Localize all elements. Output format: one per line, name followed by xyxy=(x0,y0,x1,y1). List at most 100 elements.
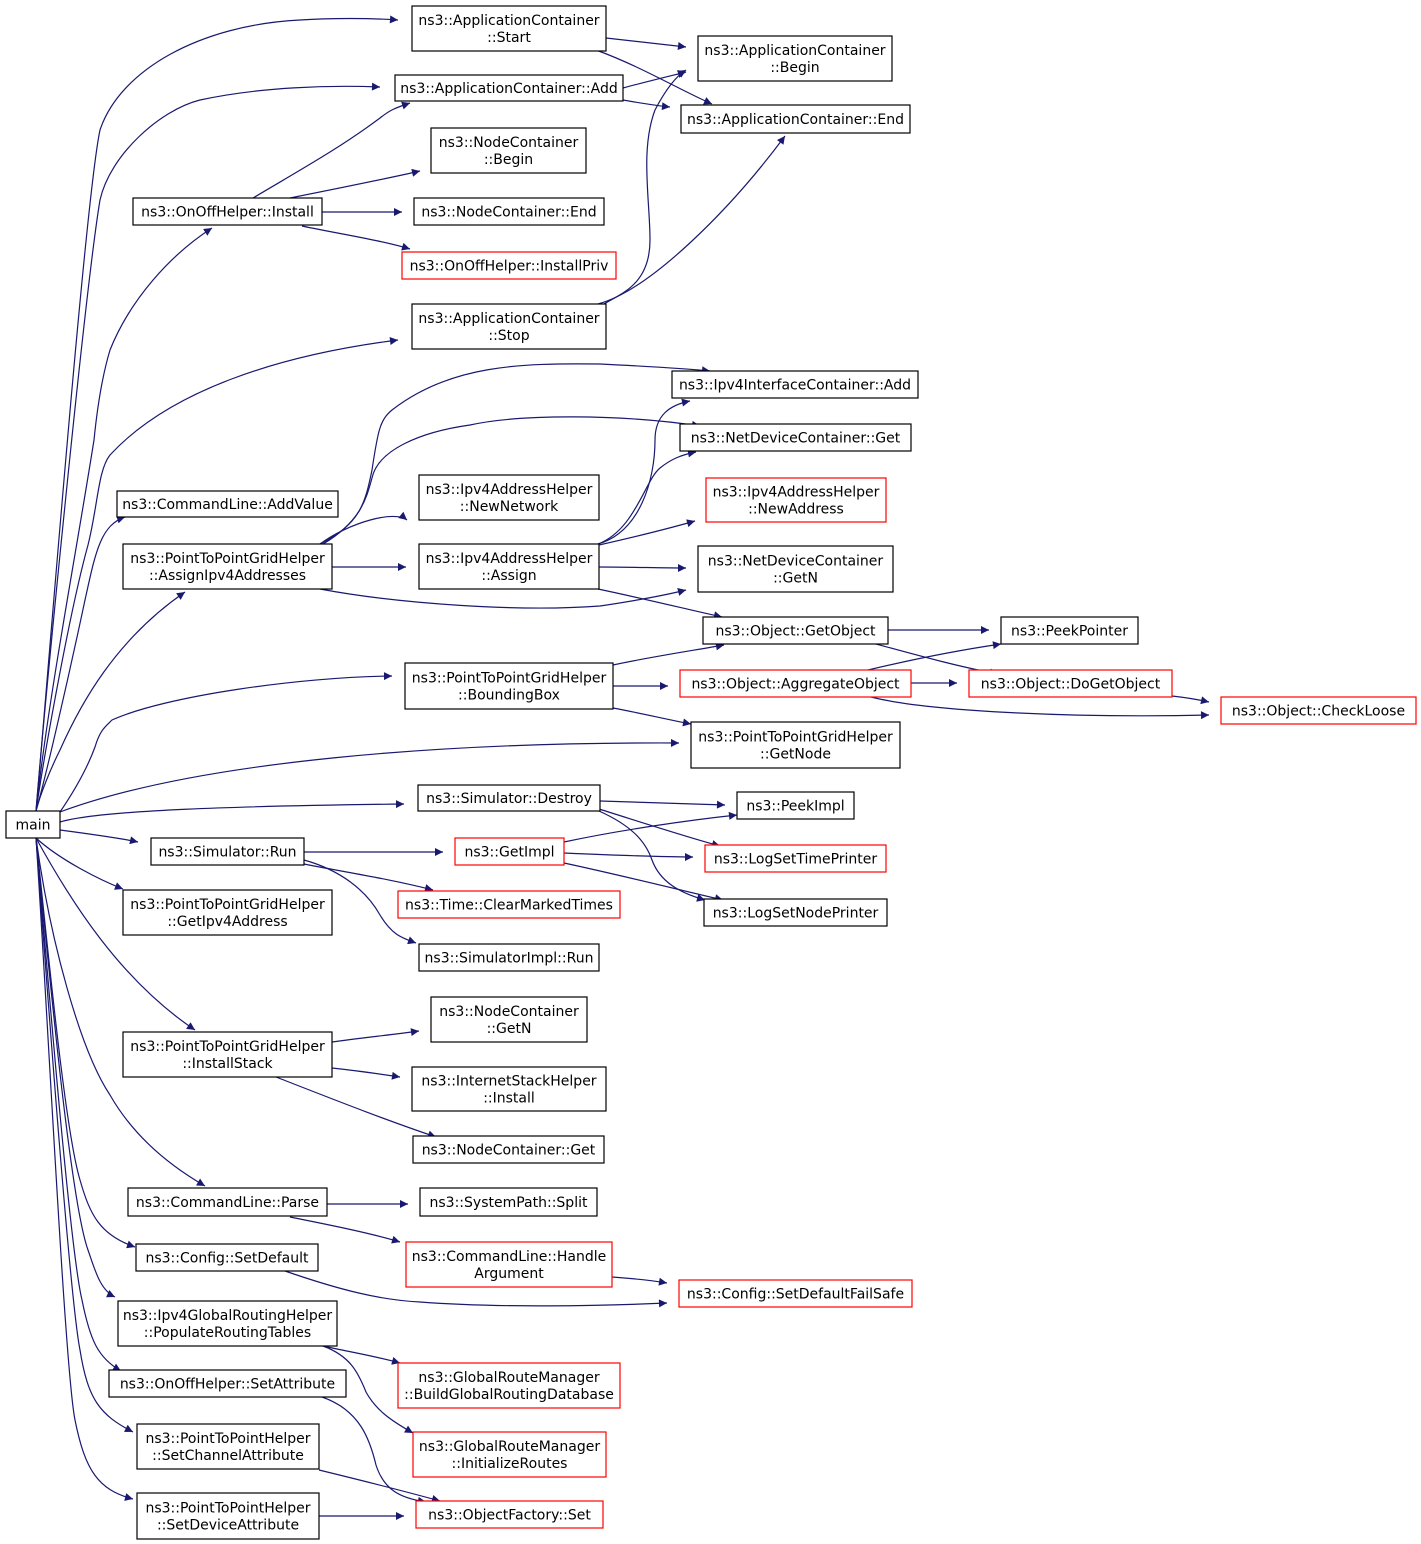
node-simImplRun[interactable]: ns3::SimulatorImpl::Run xyxy=(418,943,600,972)
node-label: ns3::PointToPointGridHelper xyxy=(130,551,325,567)
call-edge-p2pGetIpv4 xyxy=(35,837,124,890)
node-onoffSetAttr[interactable]: ns3::OnOffHelper::SetAttribute xyxy=(108,1369,347,1398)
node-box xyxy=(705,477,887,523)
call-edge-objGetObject xyxy=(612,642,725,666)
call-edge-ndcGet xyxy=(322,416,701,545)
node-box xyxy=(704,844,887,873)
node-logSetNodePrinter[interactable]: ns3::LogSetNodePrinter xyxy=(703,898,888,927)
node-label: ::Begin xyxy=(484,152,533,168)
node-appEnd[interactable]: ns3::ApplicationContainer::End xyxy=(680,104,911,134)
node-p2pGetIpv4[interactable]: ns3::PointToPointGridHelper::GetIpv4Addr… xyxy=(122,889,333,936)
node-main[interactable]: main xyxy=(5,810,61,839)
node-objGetObject[interactable]: ns3::Object::GetObject xyxy=(702,616,889,645)
call-edge-objFactorySet xyxy=(318,1469,441,1503)
node-logSetTimePrinter[interactable]: ns3::LogSetTimePrinter xyxy=(704,844,887,873)
node-ipv4IfcAdd[interactable]: ns3::Ipv4InterfaceContainer::Add xyxy=(671,370,919,399)
node-ipv4NewNetwork[interactable]: ns3::Ipv4AddressHelper::NewNetwork xyxy=(418,474,600,521)
node-p2pSetDev[interactable]: ns3::PointToPointHelper::SetDeviceAttrib… xyxy=(136,1492,320,1540)
node-cfgFailSafe[interactable]: ns3::Config::SetDefaultFailSafe xyxy=(678,1279,913,1308)
node-ncGet[interactable]: ns3::NodeContainer::Get xyxy=(412,1135,605,1164)
node-label: ns3::NodeContainer::End xyxy=(421,205,596,221)
node-label: ::GetNode xyxy=(760,747,831,763)
node-label: ns3::PointToPointGridHelper xyxy=(698,730,893,746)
node-label: ns3::Time::ClearMarkedTimes xyxy=(405,898,613,914)
node-cfgSetDefault[interactable]: ns3::Config::SetDefault xyxy=(135,1243,319,1272)
node-label: ns3::ObjectFactory::Set xyxy=(428,1508,591,1524)
node-peekPointer[interactable]: ns3::PeekPointer xyxy=(1000,616,1139,645)
node-label: ns3::Config::SetDefault xyxy=(145,1251,309,1267)
node-box xyxy=(108,1369,347,1398)
node-clParse[interactable]: ns3::CommandLine::Parse xyxy=(127,1187,328,1217)
node-appStop[interactable]: ns3::ApplicationContainer::Stop xyxy=(411,303,607,350)
node-label: ::GetIpv4Address xyxy=(167,914,287,930)
call-edge-ncGetN xyxy=(331,1028,420,1043)
node-box xyxy=(412,1431,607,1478)
call-edge-onoffInstall xyxy=(35,227,213,812)
node-sysSplit[interactable]: ns3::SystemPath::Split xyxy=(419,1187,598,1217)
node-appBegin[interactable]: ns3::ApplicationContainer::Begin xyxy=(697,35,893,82)
node-p2pSetChan[interactable]: ns3::PointToPointHelper::SetChannelAttri… xyxy=(136,1423,320,1470)
node-grmBuild[interactable]: ns3::GlobalRouteManager::BuildGlobalRout… xyxy=(397,1362,621,1409)
node-label: ::Begin xyxy=(770,60,819,76)
call-edge-simImplRun xyxy=(303,859,417,945)
node-p2pGetNode[interactable]: ns3::PointToPointGridHelper::GetNode xyxy=(690,721,901,769)
node-label: ns3::SystemPath::Split xyxy=(430,1195,588,1211)
node-ncGetN[interactable]: ns3::NodeContainer::GetN xyxy=(430,996,588,1043)
node-box xyxy=(127,1187,328,1217)
node-ipv4NewAddress[interactable]: ns3::Ipv4AddressHelper::NewAddress xyxy=(705,477,887,523)
node-label: ns3::PointToPointHelper xyxy=(145,1431,310,1447)
node-ipv4GlobalPop[interactable]: ns3::Ipv4GlobalRoutingHelper::PopulateRo… xyxy=(117,1300,338,1347)
node-label: ns3::Ipv4GlobalRoutingHelper xyxy=(123,1308,333,1324)
call-edge-appAdd xyxy=(35,82,381,812)
node-inetInstall[interactable]: ns3::InternetStackHelper::Install xyxy=(411,1066,607,1112)
node-objDoGetObject[interactable]: ns3::Object::DoGetObject xyxy=(968,669,1173,698)
node-ndcGet[interactable]: ns3::NetDeviceContainer::Get xyxy=(679,423,912,452)
node-ncEnd[interactable]: ns3::NodeContainer::End xyxy=(413,197,605,226)
node-p2pInstallStack[interactable]: ns3::PointToPointGridHelper::InstallStac… xyxy=(122,1031,333,1078)
node-appStart[interactable]: ns3::ApplicationContainer::Start xyxy=(411,5,607,52)
node-grmInit[interactable]: ns3::GlobalRouteManager::InitializeRoute… xyxy=(412,1431,607,1478)
call-edge-ipv4NewNetwork xyxy=(319,511,408,545)
node-ipv4Assign[interactable]: ns3::Ipv4AddressHelper::Assign xyxy=(418,543,600,590)
node-label: ::Stop xyxy=(488,328,529,344)
node-box xyxy=(736,791,855,820)
node-box xyxy=(454,837,565,866)
node-box xyxy=(117,1300,338,1347)
node-box xyxy=(697,545,894,593)
node-box xyxy=(5,810,61,839)
node-p2pBoundingBox[interactable]: ns3::PointToPointGridHelper::BoundingBox xyxy=(404,662,614,710)
node-objFactorySet[interactable]: ns3::ObjectFactory::Set xyxy=(415,1500,604,1529)
node-label: ::Install xyxy=(483,1091,535,1107)
node-clAddValue[interactable]: ns3::CommandLine::AddValue xyxy=(116,490,339,518)
node-label: ns3::Object::AggregateObject xyxy=(691,677,900,693)
node-label: ::InitializeRoutes xyxy=(452,1456,568,1472)
node-label: ns3::PeekImpl xyxy=(746,799,844,815)
node-objCheckLoose[interactable]: ns3::Object::CheckLoose xyxy=(1220,696,1417,725)
node-onoffInstallPriv[interactable]: ns3::OnOffHelper::InstallPriv xyxy=(401,251,617,280)
node-onoffInstall[interactable]: ns3::OnOffHelper::Install xyxy=(132,197,323,226)
node-box xyxy=(397,1362,621,1409)
node-timeClear[interactable]: ns3::Time::ClearMarkedTimes xyxy=(397,890,621,919)
node-label: ::SetChannelAttribute xyxy=(152,1448,304,1464)
call-edge-cfgFailSafe xyxy=(284,1270,668,1308)
node-simRun[interactable]: ns3::Simulator::Run xyxy=(150,837,305,866)
node-label: ::PopulateRoutingTables xyxy=(144,1325,311,1341)
node-appAdd[interactable]: ns3::ApplicationContainer::Add xyxy=(394,74,624,102)
call-edge-clHandleArg xyxy=(289,1216,401,1244)
node-box xyxy=(136,1492,320,1540)
call-edge-peekPointer xyxy=(867,641,1002,671)
node-objAggregate[interactable]: ns3::Object::AggregateObject xyxy=(679,669,912,698)
node-ndcGetN[interactable]: ns3::NetDeviceContainer::GetN xyxy=(697,545,894,593)
node-peekImpl[interactable]: ns3::PeekImpl xyxy=(736,791,855,820)
call-edge-peekImpl xyxy=(599,800,726,809)
node-label: ns3::Ipv4AddressHelper xyxy=(713,485,880,501)
node-getImpl[interactable]: ns3::GetImpl xyxy=(454,837,565,866)
node-p2pAssign[interactable]: ns3::PointToPointGridHelper::AssignIpv4A… xyxy=(122,543,333,590)
node-ncBegin[interactable]: ns3::NodeContainer::Begin xyxy=(430,127,587,174)
node-simDestroy[interactable]: ns3::Simulator::Destroy xyxy=(417,784,601,812)
call-edge-grmBuild xyxy=(322,1345,401,1365)
node-box xyxy=(697,35,893,82)
call-edge-simRun xyxy=(59,829,139,845)
